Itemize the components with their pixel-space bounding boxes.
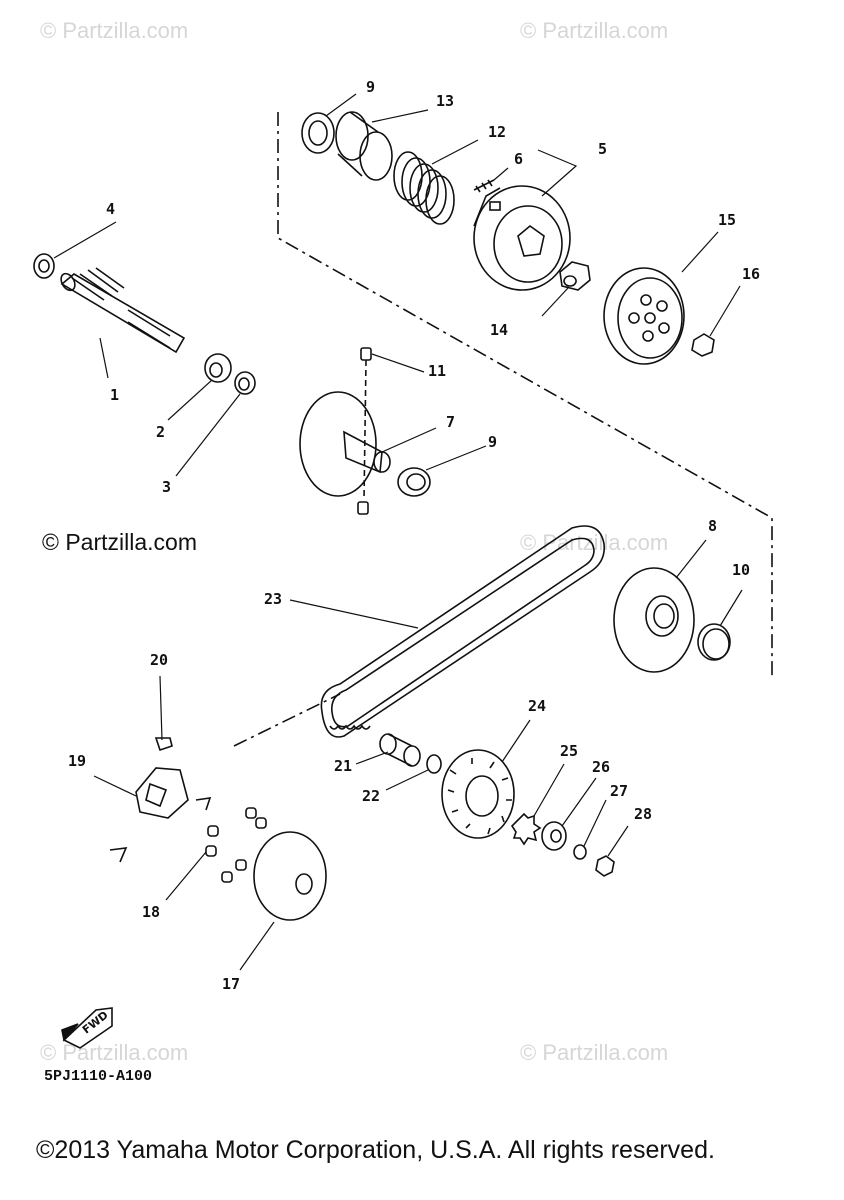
group-outline-lower xyxy=(233,693,341,747)
seal-part-3 xyxy=(234,371,256,395)
fwd-arrow xyxy=(61,1007,113,1049)
watermark-bottom-left: © Partzilla.com xyxy=(40,1040,189,1065)
callout-9-lower: 9 xyxy=(488,433,497,451)
spring-part-12 xyxy=(393,151,455,225)
gear-part-25 xyxy=(510,812,542,846)
callout-14: 14 xyxy=(490,321,508,339)
callout-23: 23 xyxy=(264,590,282,608)
nut-part-28 xyxy=(595,855,615,877)
callout-5: 5 xyxy=(598,140,607,158)
nut-part-16 xyxy=(691,333,715,357)
seal-part-9-upper xyxy=(301,112,335,154)
watermark-middle-left: © Partzilla.com xyxy=(42,529,197,555)
callout-11: 11 xyxy=(428,362,446,380)
callout-24: 24 xyxy=(528,697,546,715)
watermark-top-right: © Partzilla.com xyxy=(520,18,669,43)
callout-25: 25 xyxy=(560,742,578,760)
weights-part-18 xyxy=(205,807,267,883)
washer-part-27 xyxy=(573,844,587,860)
clutch-housing-part-15 xyxy=(603,267,685,365)
fan-pulley-part-24 xyxy=(441,749,515,839)
washer-part-22 xyxy=(426,754,442,774)
callout-7: 7 xyxy=(446,413,455,431)
callout-1: 1 xyxy=(110,386,119,404)
callout-10: 10 xyxy=(732,561,750,579)
callout-20: 20 xyxy=(150,651,168,669)
callout-4: 4 xyxy=(106,200,115,218)
callout-9-upper: 9 xyxy=(366,78,375,96)
callout-15: 15 xyxy=(718,211,736,229)
pin-part-6 xyxy=(473,179,495,193)
diagram-code: 5PJ1110-A100 xyxy=(44,1068,153,1085)
sheave-part-7 xyxy=(299,391,391,497)
plate-part-20 xyxy=(154,737,173,752)
collar-part-21 xyxy=(379,733,421,767)
callout-28: 28 xyxy=(634,805,652,823)
v-belt-part-23 xyxy=(320,525,606,738)
circlip-part-10 xyxy=(697,623,731,661)
group-outline-upper xyxy=(277,112,773,680)
callout-26: 26 xyxy=(592,758,610,776)
callout-16: 16 xyxy=(742,265,760,283)
seal-part-9-lower xyxy=(397,467,431,497)
leader-lines xyxy=(53,93,743,971)
cam-part-19 xyxy=(109,767,212,863)
primary-sheave-part-17 xyxy=(253,831,327,921)
watermark-top-left: © Partzilla.com xyxy=(40,18,189,43)
secondary-sheave-part-8 xyxy=(613,567,695,673)
callout-6: 6 xyxy=(514,150,523,168)
screw-part-11 xyxy=(357,347,372,515)
primary-shaft-part xyxy=(60,267,186,354)
callout-13: 13 xyxy=(436,92,454,110)
bearing-part-4 xyxy=(33,253,55,279)
callout-22: 22 xyxy=(362,787,380,805)
callout-21: 21 xyxy=(334,757,352,775)
callout-numbers: 1 2 3 4 5 6 7 8 9 9 10 11 12 13 14 15 16… xyxy=(68,78,760,1036)
watermark-bottom-right: © Partzilla.com xyxy=(520,1040,669,1065)
callout-2: 2 xyxy=(156,423,165,441)
callout-8: 8 xyxy=(708,517,717,535)
bearing-part-26 xyxy=(541,821,567,851)
bearing-part-2 xyxy=(204,353,232,383)
callout-17: 17 xyxy=(222,975,240,993)
callout-27: 27 xyxy=(610,782,628,800)
copyright-notice: ©2013 Yamaha Motor Corporation, U.S.A. A… xyxy=(36,1136,715,1164)
nut-part-14 xyxy=(559,261,591,291)
sleeve-part-13 xyxy=(335,111,393,181)
clutch-carrier-part-5 xyxy=(473,185,571,291)
callout-12: 12 xyxy=(488,123,506,141)
callout-3: 3 xyxy=(162,478,171,496)
callout-18: 18 xyxy=(142,903,160,921)
callout-19: 19 xyxy=(68,752,86,770)
